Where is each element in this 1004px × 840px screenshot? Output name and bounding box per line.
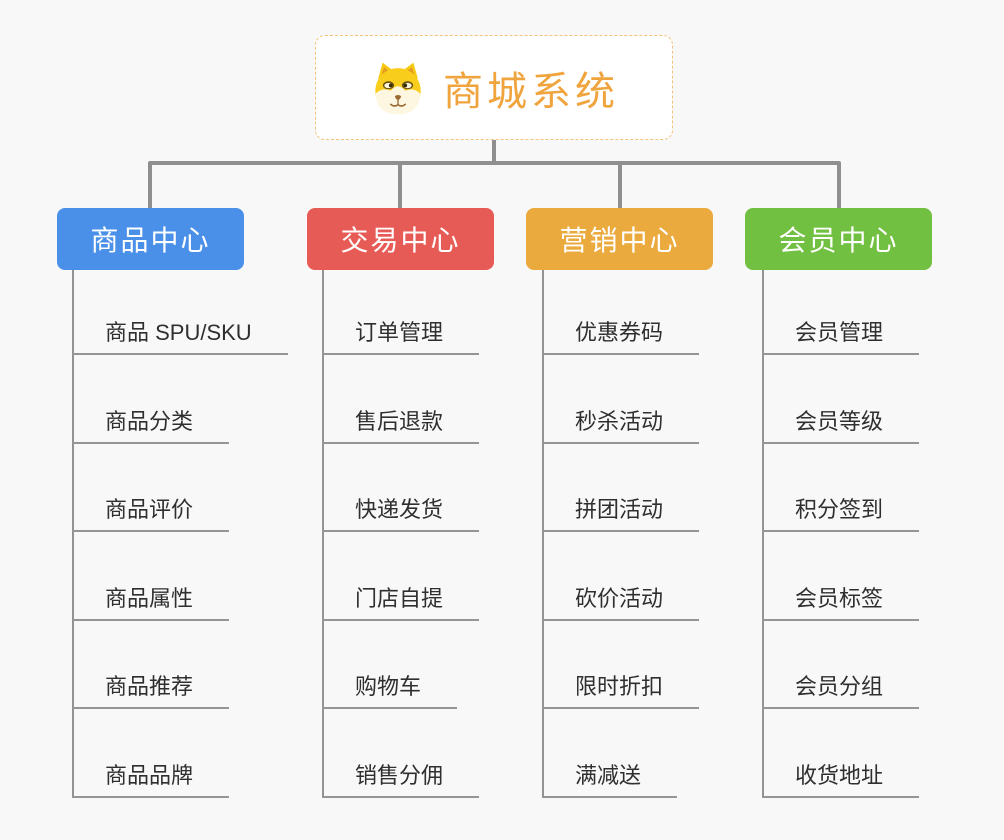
connector-drop (618, 163, 622, 208)
branch-node-member-center[interactable]: 会员中心 (745, 208, 932, 270)
leaf-node[interactable]: 会员分组 (762, 621, 920, 709)
leaf-node[interactable]: 会员标签 (762, 532, 920, 621)
dog-face-icon (375, 62, 421, 114)
connector-drop (398, 163, 402, 208)
branch-trunk-line (322, 270, 324, 798)
leaf-node[interactable]: 销售分佣 (322, 709, 480, 798)
leaf-node[interactable]: 限时折扣 (542, 621, 700, 709)
leaf-column-trade: 订单管理 售后退款 快递发货 门店自提 购物车 销售分佣 (322, 267, 480, 798)
branch-trunk-line (762, 270, 764, 798)
root-node-mall-system[interactable]: 商城系统 (315, 35, 673, 140)
branch-node-product-center[interactable]: 商品中心 (57, 208, 244, 270)
branch-trunk-line (542, 270, 544, 798)
connector-drop (148, 163, 152, 208)
leaf-column-marketing: 优惠券码 秒杀活动 拼团活动 砍价活动 限时折扣 满减送 (542, 267, 700, 798)
branch-node-marketing-center[interactable]: 营销中心 (526, 208, 713, 270)
connector-root-stub (492, 140, 496, 163)
leaf-node[interactable]: 商品推荐 (72, 621, 230, 709)
leaf-node[interactable]: 满减送 (542, 709, 678, 798)
leaf-node[interactable]: 商品 SPU/SKU (72, 267, 288, 355)
root-title: 商城系统 (443, 69, 619, 114)
leaf-node[interactable]: 优惠券码 (542, 267, 700, 355)
branch-node-trade-center[interactable]: 交易中心 (307, 208, 494, 270)
leaf-column-product: 商品 SPU/SKU 商品分类 商品评价 商品属性 商品推荐 商品品牌 (72, 267, 288, 798)
leaf-column-member: 会员管理 会员等级 积分签到 会员标签 会员分组 收货地址 (762, 267, 920, 798)
leaf-node[interactable]: 商品分类 (72, 355, 230, 444)
leaf-node[interactable]: 秒杀活动 (542, 355, 700, 444)
leaf-node[interactable]: 商品品牌 (72, 709, 230, 798)
leaf-node[interactable]: 售后退款 (322, 355, 480, 444)
leaf-node[interactable]: 商品评价 (72, 444, 230, 532)
branch-trunk-line (72, 270, 74, 798)
leaf-node[interactable]: 购物车 (322, 621, 458, 709)
leaf-node[interactable]: 拼团活动 (542, 444, 700, 532)
leaf-node[interactable]: 门店自提 (322, 532, 480, 621)
leaf-node[interactable]: 商品属性 (72, 532, 230, 621)
leaf-node[interactable]: 快递发货 (322, 444, 480, 532)
leaf-node[interactable]: 收货地址 (762, 709, 920, 798)
leaf-node[interactable]: 订单管理 (322, 267, 480, 355)
connector-rail (148, 161, 841, 165)
leaf-node[interactable]: 积分签到 (762, 444, 920, 532)
leaf-node[interactable]: 砍价活动 (542, 532, 700, 621)
connector-drop (837, 163, 841, 208)
leaf-node[interactable]: 会员等级 (762, 355, 920, 444)
leaf-node[interactable]: 会员管理 (762, 267, 920, 355)
